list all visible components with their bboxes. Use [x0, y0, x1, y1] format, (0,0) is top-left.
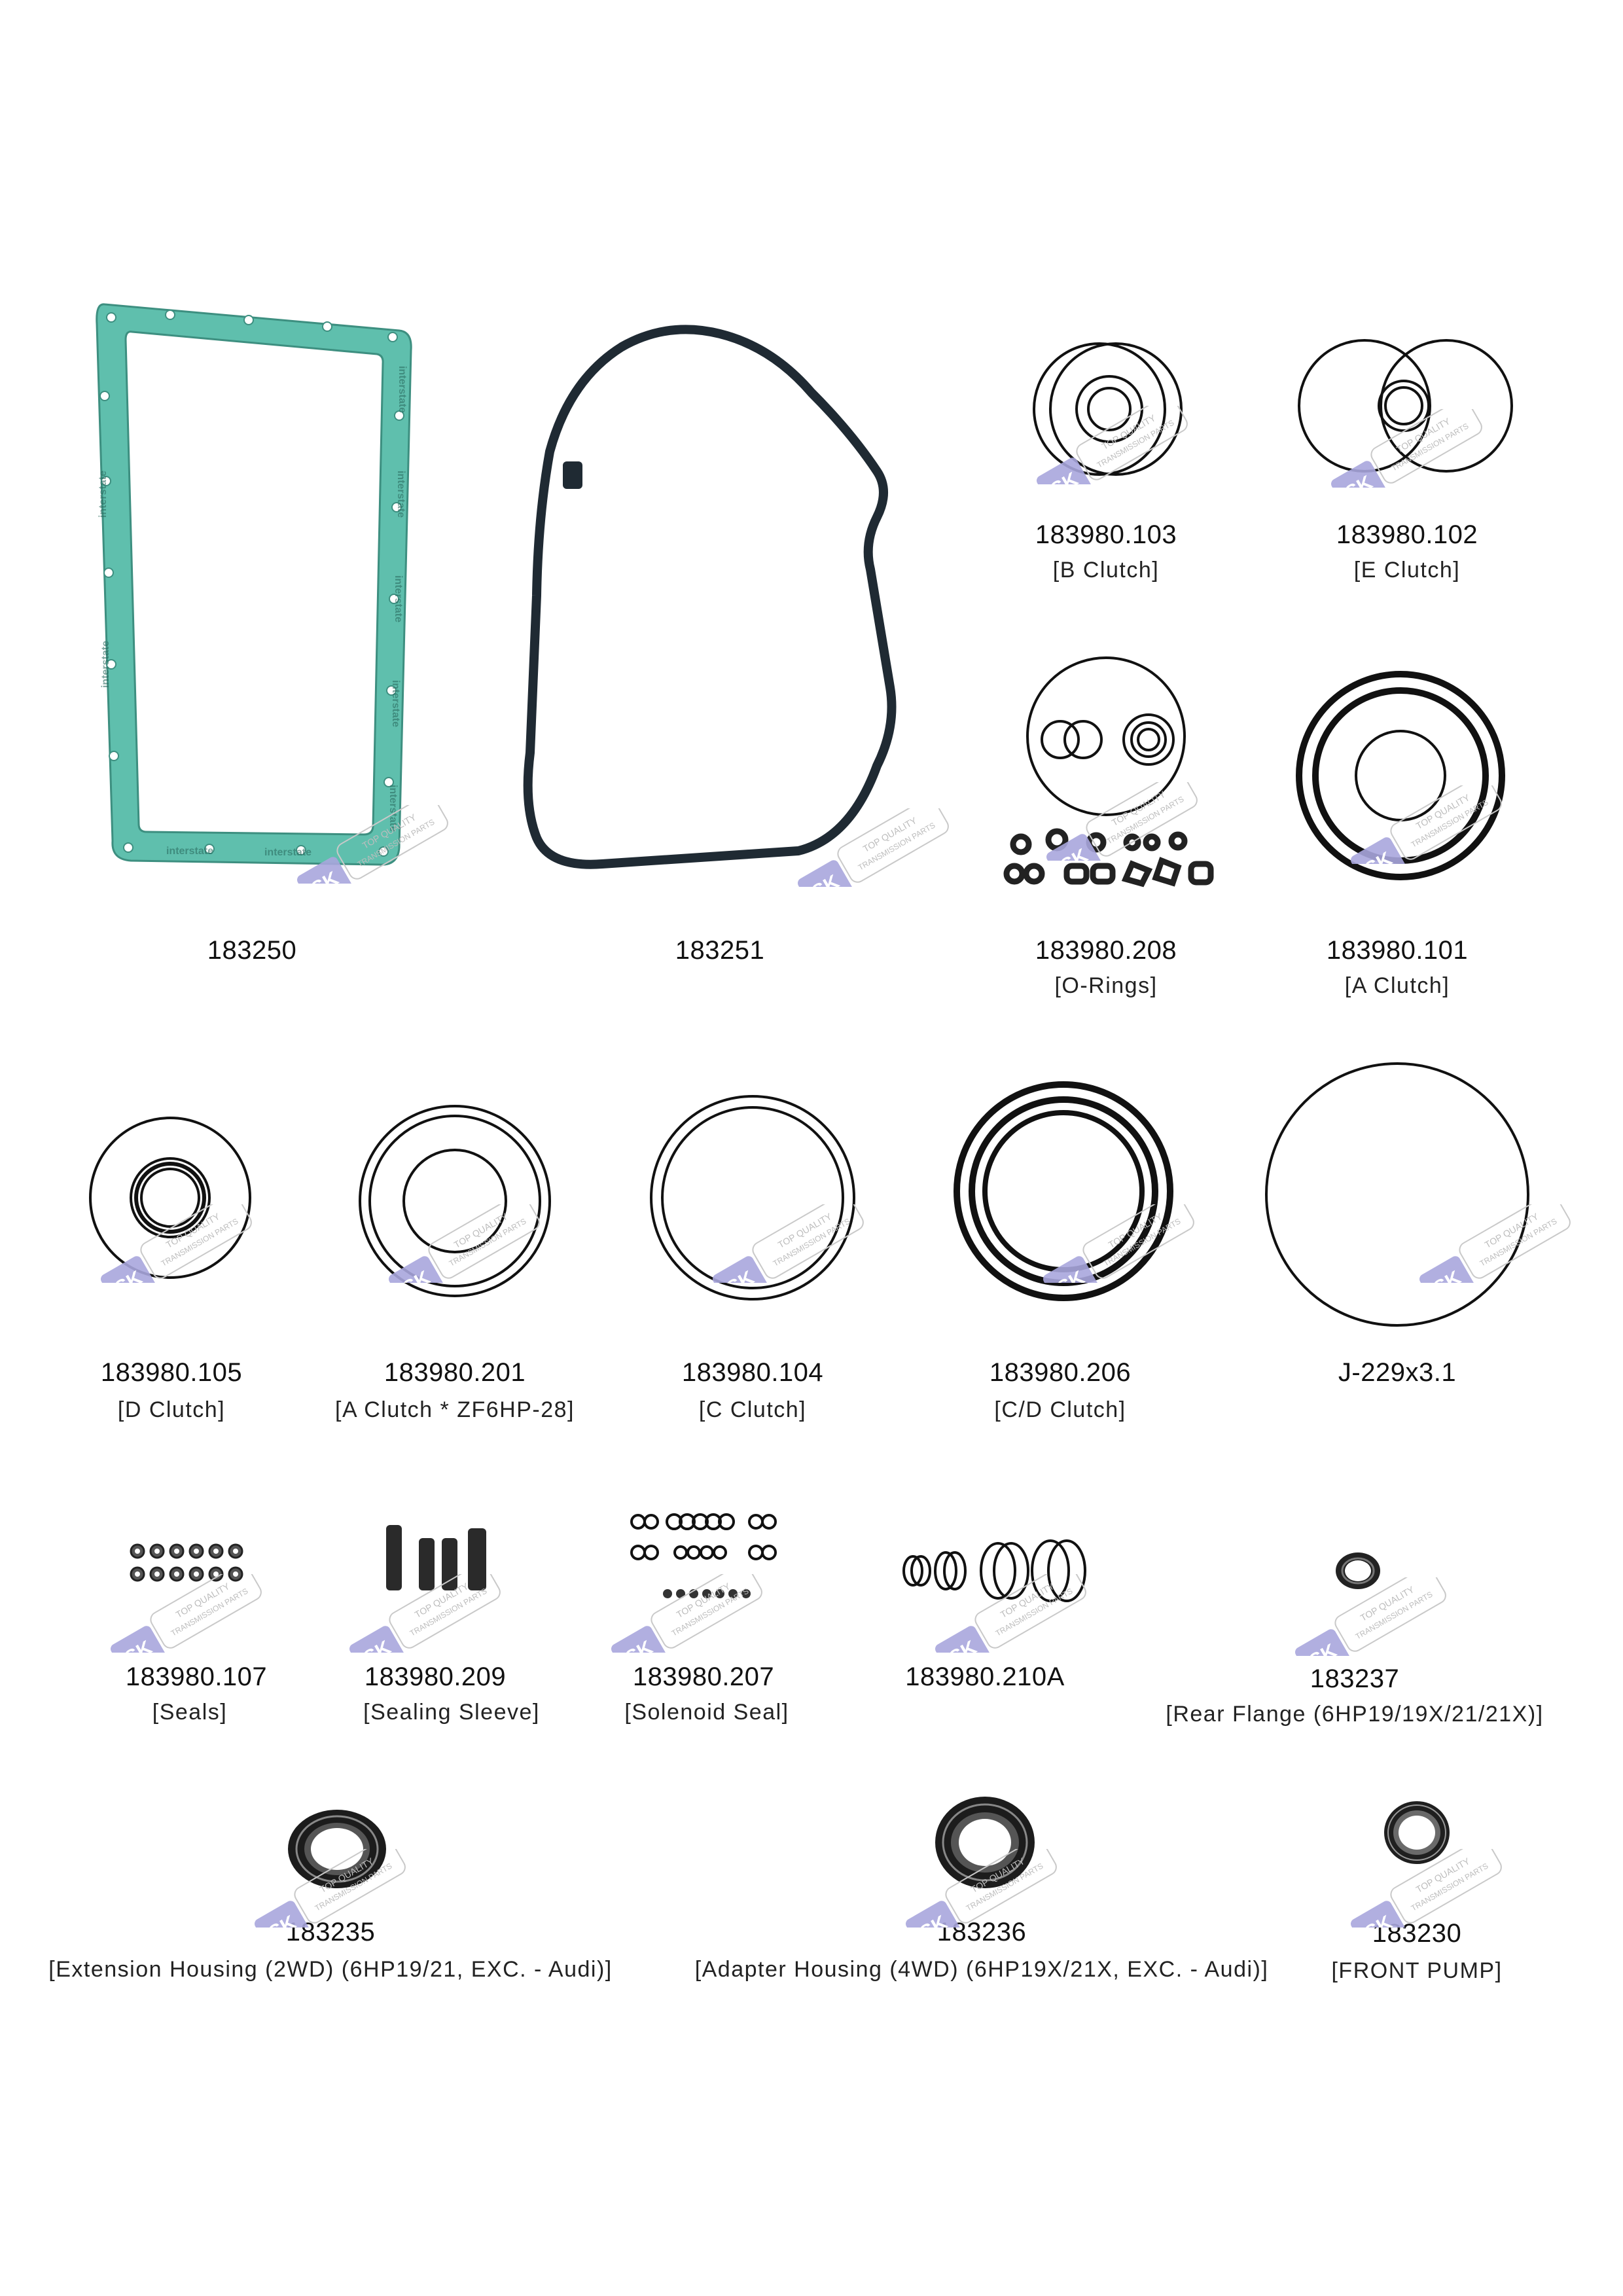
part-description: [Extension Housing (2WD) (6HP19/21, EXC.…: [48, 1957, 613, 1982]
part-code: 183980.208: [1035, 936, 1177, 965]
svg-text:interstate: interstate: [387, 785, 399, 832]
sealing-ring-set-image: [900, 1535, 1096, 1607]
part-description: [E Clutch]: [1353, 558, 1461, 583]
ring-set-image: [357, 1103, 553, 1299]
part-code: 183236: [936, 1918, 1027, 1946]
part-code: 183251: [675, 936, 765, 965]
solenoid-seal-image: [628, 1512, 798, 1604]
part-code: 183237: [1310, 1664, 1400, 1693]
sealing-sleeve-image: [386, 1525, 491, 1597]
svg-text:SK: SK: [360, 1636, 395, 1653]
ring-set-image: [1296, 337, 1518, 475]
ring-set-image: [952, 1080, 1175, 1302]
part-description: [C/D Clutch]: [994, 1397, 1126, 1422]
part-code: 183230: [1372, 1919, 1462, 1948]
part-description: [C Clutch]: [698, 1397, 807, 1422]
part-code: 183980.210A: [905, 1662, 1065, 1691]
svg-text:interstate: interstate: [393, 575, 404, 622]
shaft-seal-image: [285, 1806, 389, 1892]
part-description: [Adapter Housing (4WD) (6HP19X/21X, EXC.…: [694, 1957, 1269, 1982]
svg-text:interstate: interstate: [100, 641, 111, 688]
pump-seal-image: [1381, 1797, 1453, 1869]
part-code: J-229x3.1: [1338, 1358, 1457, 1387]
svg-text:interstate: interstate: [264, 847, 312, 858]
svg-text:interstate: interstate: [166, 846, 213, 857]
shaft-seal-image: [1332, 1548, 1384, 1594]
shaft-seal-image: [933, 1793, 1037, 1892]
part-code: 183980.101: [1326, 936, 1469, 965]
part-code: 183980.105: [100, 1358, 243, 1387]
svg-text:interstate: interstate: [397, 366, 408, 413]
svg-text:SK: SK: [1306, 1640, 1340, 1656]
ring-set-image: [1293, 668, 1508, 884]
part-code: 183980.102: [1336, 520, 1478, 549]
svg-text:SK: SK: [121, 1636, 156, 1653]
part-code: 183980.209: [364, 1662, 507, 1691]
svg-text:SK: SK: [946, 1636, 980, 1653]
part-description: [B Clutch]: [1052, 558, 1160, 583]
part-description: [Solenoid Seal]: [624, 1700, 789, 1725]
ring-set-image: [648, 1093, 857, 1302]
svg-text:SK: SK: [622, 1636, 656, 1653]
oil-pan-gasket-image: interstate interstate interstate interstate…: [92, 298, 419, 874]
svg-text:TRANSMISSION PARTS: TRANSMISSION PARTS: [1354, 1590, 1435, 1641]
part-code: 183980.107: [125, 1662, 268, 1691]
part-code: 183980.206: [989, 1358, 1132, 1387]
svg-text:TRANSMISSION PARTS: TRANSMISSION PARTS: [1410, 1861, 1490, 1913]
svg-text:interstate: interstate: [395, 471, 406, 518]
part-description: [A Clutch * ZF6HP-28]: [335, 1397, 575, 1422]
part-description: [O-Rings]: [1054, 973, 1158, 998]
part-description: [D Clutch]: [117, 1397, 226, 1422]
svg-text:SK: SK: [808, 870, 843, 887]
o-ring-image: [1263, 1060, 1531, 1329]
oil-pan-seal-image: [523, 321, 903, 870]
ring-set-image: [1027, 340, 1185, 478]
part-code: 183980.207: [632, 1662, 775, 1691]
svg-text:interstate: interstate: [390, 680, 401, 727]
o-ring-kit-image: [982, 656, 1230, 893]
part-description: [FRONT PUMP]: [1331, 1958, 1503, 1983]
svg-text:TRANSMISSION PARTS: TRANSMISSION PARTS: [169, 1587, 250, 1638]
ring-set-image: [85, 1113, 255, 1283]
part-description: [A Clutch]: [1344, 973, 1450, 998]
part-code: 183235: [285, 1918, 376, 1946]
svg-text:interstate: interstate: [98, 471, 109, 518]
part-code: 183980.103: [1035, 520, 1177, 549]
part-code: 183980.104: [681, 1358, 824, 1387]
part-code: 183250: [207, 936, 297, 965]
part-description: [Rear Flange (6HP19/19X/21/21X)]: [1166, 1702, 1544, 1727]
seal-set-image: [128, 1541, 259, 1587]
part-description: [Sealing Sleeve]: [363, 1700, 540, 1725]
part-description: [Seals]: [152, 1700, 228, 1725]
part-code: 183980.201: [383, 1358, 526, 1387]
